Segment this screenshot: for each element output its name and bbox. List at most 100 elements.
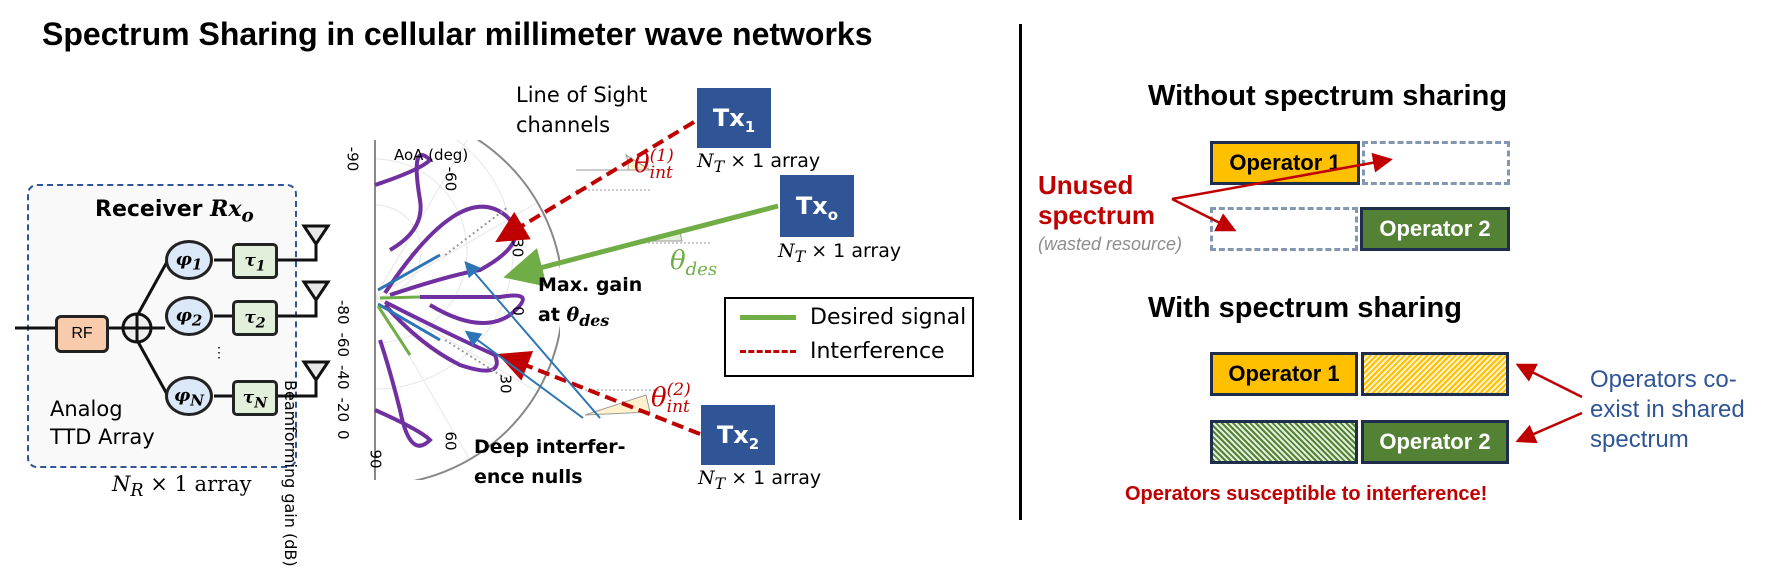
legend-swatch-dashed bbox=[740, 350, 796, 353]
phase-subscript: N bbox=[190, 391, 204, 410]
tx-subscript: 1 bbox=[744, 117, 756, 136]
rf-chain-block: RF bbox=[55, 315, 109, 353]
right-panel-arrows bbox=[1171, 152, 1583, 444]
delay-subscript: N bbox=[254, 395, 268, 412]
combiner-icon bbox=[121, 312, 153, 344]
array-sub: T bbox=[713, 156, 725, 176]
caption-line1: Analog bbox=[50, 397, 123, 421]
theta-symbol: θ bbox=[651, 383, 667, 413]
tx1-array-size: NT × 1 array bbox=[697, 150, 820, 176]
receiver-title-text: Receiver bbox=[95, 197, 211, 222]
theta-des-label: θdes bbox=[670, 246, 717, 280]
antenna-icon bbox=[301, 224, 331, 247]
theta-symbol: θ bbox=[670, 246, 686, 276]
legend-swatch-solid bbox=[740, 315, 796, 320]
array-rest: × 1 array bbox=[725, 467, 822, 489]
coexist-line1: Operators co- bbox=[1590, 366, 1737, 393]
unused-spectrum-block bbox=[1362, 141, 1510, 185]
theta-sub: int bbox=[649, 163, 673, 183]
theta-sub: des bbox=[685, 259, 718, 281]
transmitter-tx1: Tx1 bbox=[697, 88, 771, 148]
delay-symbol: τ bbox=[244, 308, 256, 328]
unused-arrow-2 bbox=[1171, 197, 1237, 232]
shared-spectrum-hatched-green bbox=[1210, 420, 1358, 464]
delay-subscript: 2 bbox=[255, 315, 266, 332]
phase-symbol: φ bbox=[175, 305, 192, 326]
receiver-wiring bbox=[15, 224, 331, 398]
phase-subscript: 2 bbox=[191, 311, 203, 330]
operator2-block: Operator 2 bbox=[1360, 207, 1510, 251]
wasted-resource-note: (wasted resource) bbox=[1038, 234, 1183, 254]
coexist-line2: exist in shared bbox=[1590, 396, 1745, 423]
deep-line1: Deep interfer- bbox=[474, 436, 626, 458]
array-n: N bbox=[698, 467, 715, 489]
los-label: Line of Sight channels bbox=[516, 80, 647, 140]
receiver-caption: Analog TTD Array bbox=[50, 395, 155, 451]
receiver-title: Receiver Rxo bbox=[95, 196, 254, 226]
deep-line2: ence nulls bbox=[474, 466, 583, 488]
array-rest: × 1 array bbox=[724, 150, 821, 172]
panel-divider bbox=[1019, 24, 1022, 520]
null-rays bbox=[376, 253, 441, 356]
array-rest: × 1 array bbox=[143, 472, 252, 496]
bottom-lobe bbox=[374, 339, 433, 448]
array-rest: × 1 array bbox=[805, 240, 902, 262]
max-gain-prefix: at bbox=[538, 304, 567, 326]
unused-spectrum-label: Unused spectrum bbox=[1038, 170, 1155, 230]
max-gain-theta: θ bbox=[566, 304, 580, 326]
tx-label: Tx bbox=[795, 192, 828, 220]
coexist-line3: spectrum bbox=[1590, 426, 1689, 453]
side-lobe-lower bbox=[383, 300, 499, 373]
interference-path-1 bbox=[495, 120, 696, 243]
transmitter-tx0: Txo bbox=[780, 175, 854, 237]
coexist-label: Operators co- exist in shared spectrum bbox=[1590, 365, 1745, 455]
unused-line2: spectrum bbox=[1038, 200, 1156, 230]
coexist-arrow-1 bbox=[1515, 363, 1583, 399]
phase-symbol: φ bbox=[175, 249, 192, 270]
null-pointer-1 bbox=[464, 260, 601, 419]
array-n: N bbox=[112, 472, 131, 496]
tx0-array-size: NT × 1 array bbox=[778, 240, 901, 266]
legend-item-desired: Desired signal bbox=[740, 305, 966, 330]
theta-symbol: θ bbox=[634, 149, 650, 179]
operator2-block: Operator 2 bbox=[1361, 420, 1509, 464]
transmitter-tx2: Tx2 bbox=[701, 405, 775, 465]
without-sharing-heading: Without spectrum sharing bbox=[1148, 80, 1508, 112]
tx2-array-size: NT × 1 array bbox=[698, 467, 821, 493]
delay-element-1: τ1 bbox=[232, 243, 278, 279]
antenna-icon bbox=[301, 360, 331, 383]
polar-angle-axis-label: AoA (deg) bbox=[394, 146, 469, 164]
max-gain-annotation: Max. gain at θdes bbox=[538, 270, 642, 336]
receiver-subscript: o bbox=[241, 205, 254, 227]
array-sub: T bbox=[714, 473, 726, 493]
desired-signal-path bbox=[503, 203, 779, 287]
caption-line2: TTD Array bbox=[50, 425, 155, 449]
array-n: N bbox=[697, 150, 714, 172]
receiver-symbol: Rx bbox=[210, 196, 242, 222]
max-gain-line1: Max. gain bbox=[538, 274, 643, 296]
angle-wedge-int2 bbox=[584, 394, 651, 416]
delay-subscript: 1 bbox=[255, 258, 266, 275]
array-sub: T bbox=[794, 246, 806, 266]
legend-label: Interference bbox=[810, 339, 945, 364]
receiver-array-size: NR × 1 array bbox=[112, 472, 252, 501]
unused-line1: Unused bbox=[1038, 170, 1134, 200]
null-pointer-2 bbox=[464, 330, 584, 419]
tx-label: Tx bbox=[712, 104, 745, 132]
los-line1: Line of Sight bbox=[516, 83, 648, 107]
max-gain-theta-sub: des bbox=[579, 310, 610, 330]
theta-sup: (2) bbox=[666, 380, 691, 400]
polar-outer-arc bbox=[413, 140, 560, 480]
phase-shifter-2: φ2 bbox=[165, 296, 213, 336]
deep-nulls-annotation: Deep interfer- ence nulls bbox=[474, 432, 626, 492]
delay-element-2: τ2 bbox=[232, 300, 278, 336]
tx-subscript: 2 bbox=[748, 434, 760, 453]
legend: Desired signal Interference bbox=[724, 297, 974, 377]
theta-int2-label: θ(2)int bbox=[651, 382, 691, 416]
legend-item-interference: Interference bbox=[740, 339, 945, 364]
page-title: Spectrum Sharing in cellular millimeter … bbox=[42, 16, 873, 52]
antenna-icon bbox=[301, 280, 331, 303]
operator1-block: Operator 1 bbox=[1210, 352, 1358, 396]
interference-warning: Operators susceptible to interference! bbox=[1125, 483, 1488, 505]
los-line2: channels bbox=[516, 113, 611, 137]
